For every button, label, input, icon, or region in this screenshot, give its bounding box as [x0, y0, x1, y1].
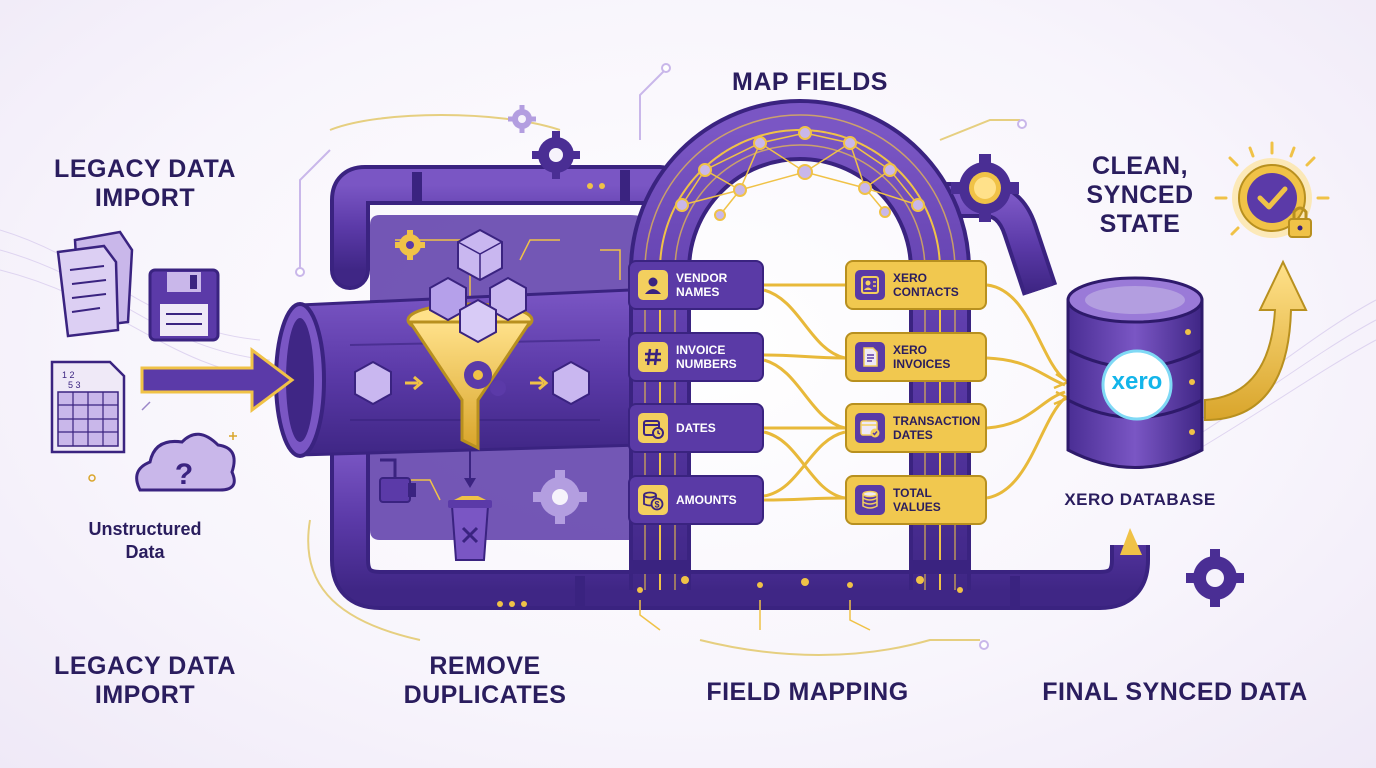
- target-field-total-values: TOTAL VALUES: [845, 475, 987, 525]
- arch-bottom-dots: [637, 576, 963, 593]
- svg-text:$: $: [654, 500, 659, 510]
- lock-icon: [1288, 206, 1312, 238]
- source-field-amounts: $ AMOUNTS: [628, 475, 764, 525]
- valve-icon: [379, 458, 416, 503]
- invoice-icon: [855, 342, 885, 372]
- target-field-transaction-dates: TRANSACTION DATES: [845, 403, 987, 453]
- svg-text:1 2: 1 2: [62, 370, 75, 380]
- gear-icon-top: [532, 131, 580, 179]
- gear-icon-lavender: [533, 470, 587, 524]
- person-icon: [638, 270, 668, 300]
- gear-icons: [395, 105, 1244, 607]
- coins-icon: $: [638, 485, 668, 515]
- gear-icon-gold: [395, 230, 425, 260]
- legacy-icons: 1 2 5 3 ?: [50, 230, 295, 492]
- input-arrow-icon: [140, 347, 295, 413]
- calendar-clock-icon: [638, 413, 668, 443]
- final-synced-data-title: FINAL SYNCED DATA: [1042, 678, 1308, 706]
- target-field-label: TOTAL VALUES: [893, 485, 941, 514]
- mapping-network: [675, 126, 925, 221]
- source-field-dates: DATES: [628, 403, 764, 453]
- target-field-xero-invoices: XERO INVOICES: [845, 332, 987, 382]
- target-field-label: XERO CONTACTS: [893, 270, 959, 299]
- legacy-import-title-bottom: LEGACY DATA IMPORT: [54, 652, 236, 709]
- target-field-xero-contacts: XERO CONTACTS: [845, 260, 987, 310]
- remove-duplicates-title: REMOVE DUPLICATES: [403, 652, 567, 709]
- target-field-label: TRANSACTION DATES: [893, 413, 981, 442]
- documents-icon: [56, 230, 134, 338]
- hash-icon: [638, 342, 668, 372]
- xero-logo: xero: [1111, 368, 1163, 395]
- svg-text:?: ?: [175, 458, 193, 491]
- gear-icon-bottom-right: [1186, 549, 1244, 607]
- source-field-label: DATES: [676, 420, 716, 435]
- sparkle-icons: [88, 401, 237, 482]
- check-badge-icon: [1214, 141, 1330, 238]
- mapping-connectors: [763, 283, 1071, 502]
- svg-text:5 3: 5 3: [68, 380, 81, 390]
- spreadsheet-icon: 1 2 5 3: [50, 360, 126, 454]
- cloud-question-icon: ?: [135, 432, 236, 492]
- data-cubes: [354, 228, 590, 406]
- floppy-disk-icon: [148, 268, 220, 342]
- legacy-import-title-top: LEGACY DATA IMPORT: [54, 155, 236, 212]
- unstructured-data-label: Unstructured Data: [88, 519, 202, 563]
- field-mapping-title: FIELD MAPPING: [706, 678, 909, 706]
- contact-card-icon: [855, 270, 885, 300]
- xero-database-label: XERO DATABASE: [1064, 490, 1216, 509]
- database-icon: [855, 485, 885, 515]
- bottom-circuit: [639, 600, 871, 631]
- main-pipe: [330, 165, 1150, 610]
- sync-arrow-icon: [1204, 259, 1308, 422]
- target-field-label: XERO INVOICES: [893, 342, 951, 371]
- gear-icon-right: [951, 154, 1019, 222]
- xero-database-icon: [1066, 276, 1204, 469]
- source-field-label: INVOICE NUMBERS: [676, 342, 737, 371]
- map-fields-title: MAP FIELDS: [732, 68, 888, 96]
- source-field-label: AMOUNTS: [676, 492, 737, 507]
- calendar-check-icon: [855, 413, 885, 443]
- source-field-label: VENDOR NAMES: [676, 270, 728, 299]
- source-field-vendor-names: VENDOR NAMES: [628, 260, 764, 310]
- gear-icon-small: [508, 105, 536, 133]
- clean-synced-state-title: CLEAN, SYNCED STATE: [1086, 152, 1194, 238]
- source-field-invoice-numbers: INVOICE NUMBERS: [628, 332, 764, 382]
- trash-bin-icon: [448, 496, 492, 561]
